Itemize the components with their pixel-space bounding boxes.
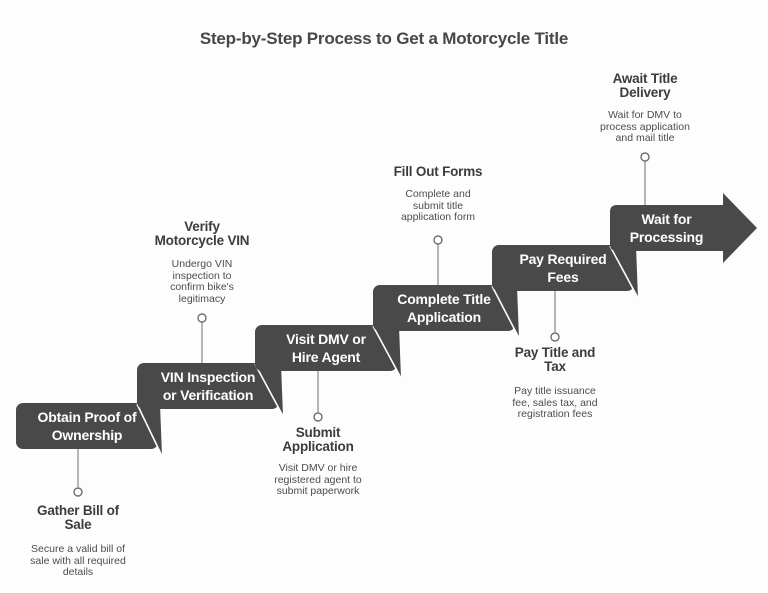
ribbon-step-6-arrow [610, 193, 757, 263]
ribbon-step-5 [492, 245, 634, 291]
connector-dot [197, 313, 207, 323]
ribbon-step-3 [255, 325, 397, 371]
ribbon-step-1 [16, 403, 158, 449]
connector-dot [640, 152, 650, 162]
callout-heading-6: Await Title Delivery [612, 71, 678, 100]
callout-heading-3: Submit Application [282, 425, 354, 454]
callout-description-3: Visit DMV or hire registered agent to su… [274, 462, 362, 497]
connector-dot [73, 487, 83, 497]
ribbon-step-4 [373, 285, 515, 331]
callout-description-1: Secure a valid bill of sale with all req… [30, 543, 126, 578]
callout-heading-2: Verify Motorcycle VIN [154, 219, 250, 248]
connector-dot [313, 412, 323, 422]
callout-heading-1: Gather Bill of Sale [37, 503, 119, 532]
connector-dots [73, 152, 650, 497]
ribbon-fold-crease-2 [254, 363, 284, 417]
ribbon-fold-crease-4 [491, 285, 520, 339]
ribbon-fold-crease-5 [609, 245, 639, 299]
connector-lines [77, 161, 646, 487]
ribbon-fold-crease-3 [372, 325, 402, 379]
callout-description-6: Wait for DMV to process application and … [600, 109, 690, 144]
page-title: Step-by-Step Process to Get a Motorcycle… [199, 29, 569, 48]
callout-heading-5: Pay Title and Tax [514, 345, 596, 374]
ribbon-fold-crease-1 [136, 403, 163, 457]
callout-heading-4: Fill Out Forms [393, 164, 483, 179]
connector-dot [433, 235, 443, 245]
callout-description-2: Undergo VIN inspection to confirm bike's… [170, 258, 234, 305]
callout-description-4: Complete and submit title application fo… [400, 188, 476, 223]
callout-description-5: Pay title issuance fee, sales tax, and r… [512, 385, 598, 420]
ribbon-step-2 [137, 363, 279, 409]
connector-dot [550, 332, 560, 342]
